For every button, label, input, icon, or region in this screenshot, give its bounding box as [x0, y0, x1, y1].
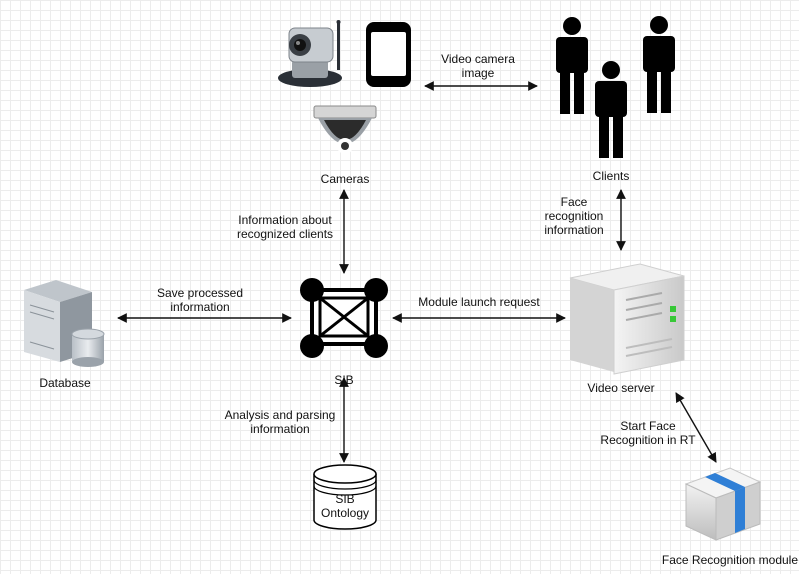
- sib-hub-icon: [300, 278, 388, 358]
- face-module-node: [684, 467, 762, 541]
- video-server-node: [569, 263, 685, 375]
- cameras-label: Cameras: [320, 172, 370, 186]
- clients-label: Clients: [592, 169, 630, 183]
- video-server-label: Video server: [587, 381, 655, 395]
- edges: [117, 81, 717, 463]
- person-icon: [643, 16, 675, 113]
- ontology-node: [313, 464, 377, 530]
- edge-label-info-recognized-clients: Information about recognized clients: [236, 213, 334, 241]
- edge-label-save-processed-info: Save processed information: [156, 286, 244, 314]
- server-tower-icon: [24, 280, 92, 362]
- edge-label-start-face-recognition: Start Face Recognition in RT: [600, 419, 696, 447]
- module-box-icon: [684, 467, 762, 541]
- edge-label-analysis-parsing-info: Analysis and parsing information: [224, 408, 336, 436]
- person-icon: [556, 17, 588, 114]
- database-cylinder-icon: [313, 464, 377, 530]
- person-icon: [595, 61, 627, 158]
- sib-label: SIB: [334, 373, 354, 387]
- edge-label-face-recognition-info: Face recognition information: [544, 195, 604, 237]
- database-cylinder-icon: [71, 328, 105, 367]
- ontology-label: SIB Ontology: [320, 492, 370, 520]
- edge-label-module-launch-request: Module launch request: [418, 295, 540, 309]
- edge-label-video-camera-image: Video camera image: [441, 52, 515, 80]
- database-label: Database: [39, 376, 91, 390]
- smartphone-icon: [366, 22, 411, 87]
- server-tower-icon: [569, 263, 685, 375]
- database-node: [24, 280, 105, 367]
- clients-node: [556, 16, 675, 158]
- ip-camera-icon: [278, 20, 342, 87]
- face-module-label: Face Recognition module: [661, 553, 798, 567]
- edge-videoserver-module: [675, 392, 717, 463]
- cameras-node: [278, 20, 411, 154]
- sib-node: [300, 278, 388, 358]
- dome-camera-icon: [313, 105, 377, 154]
